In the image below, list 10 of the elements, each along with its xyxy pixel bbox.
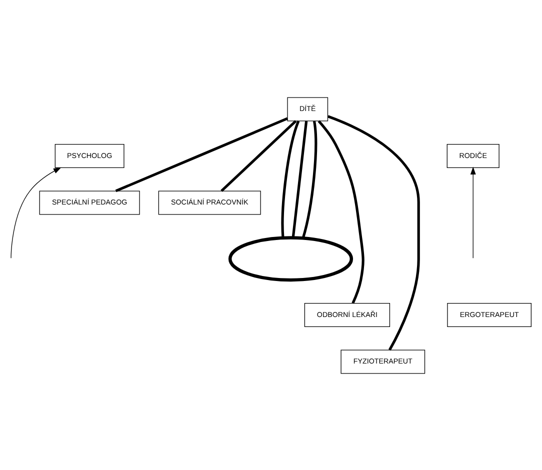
connector [281,120,300,238]
connector [292,120,308,238]
arrow [470,166,476,258]
node-ellipse [228,236,354,282]
connector [115,116,288,192]
connector [328,114,420,350]
connector [318,120,364,304]
arrow [10,166,62,258]
connector [302,120,318,238]
connector [220,120,297,192]
